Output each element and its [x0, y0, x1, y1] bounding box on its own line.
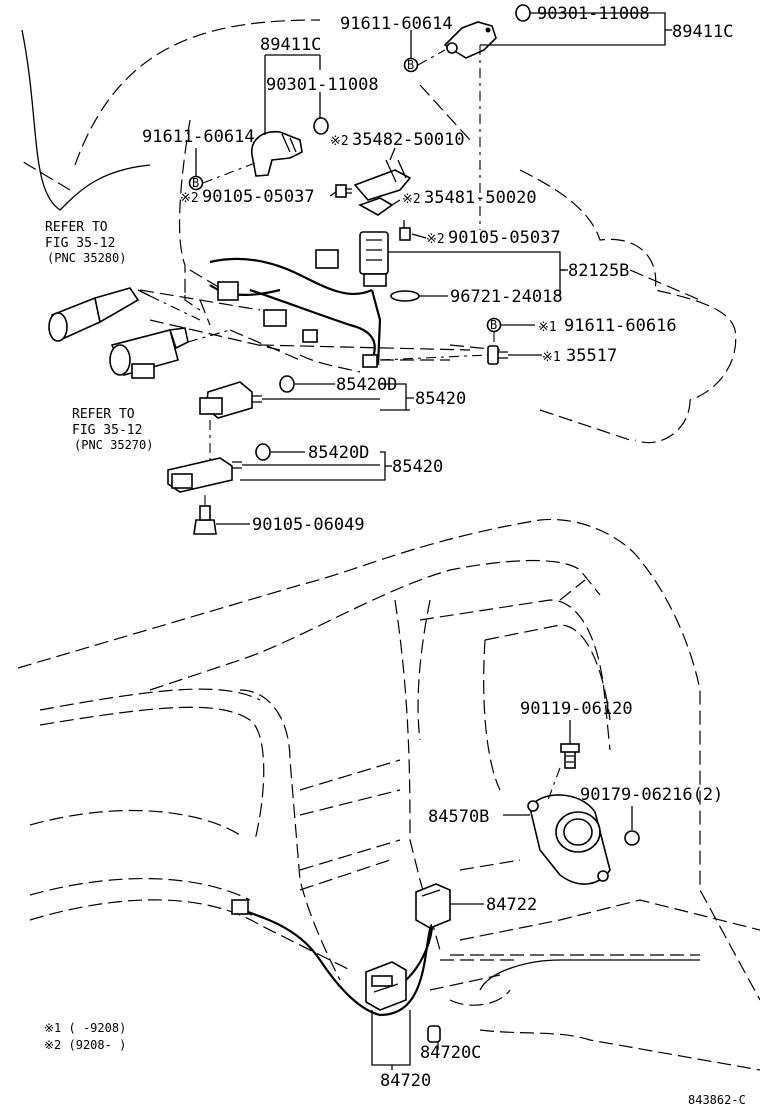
legend-note-1: ※1 ( -9208)	[44, 1021, 126, 1035]
clip-96721	[390, 290, 420, 302]
figure-id: 843862-C	[688, 1093, 746, 1107]
svg-text:B: B	[407, 58, 414, 72]
sensor-89411c-top	[443, 21, 497, 59]
switch-84722	[415, 883, 451, 929]
mark-2-90105-right: ※2	[426, 232, 445, 247]
o-ring-85420d-lower	[255, 443, 271, 461]
legend-note-2: ※2 (9208- )	[44, 1038, 126, 1052]
label-90105-05037-left: 90105-05037	[202, 187, 315, 207]
refer-a-line-3: (PNC 35280)	[47, 251, 126, 265]
label-90301-11008-left: 90301-11008	[266, 75, 379, 95]
bracket-35482	[353, 159, 412, 201]
label-84722: 84722	[486, 895, 537, 915]
bulb-84720c	[427, 1025, 441, 1043]
label-91611-60614-left: 91611-60614	[142, 127, 255, 147]
o-ring-85420d-upper	[279, 375, 295, 393]
bolt-b-right-icon: B	[486, 317, 502, 333]
label-96721-24018: 96721-24018	[450, 287, 563, 307]
connector-82125b	[359, 231, 389, 287]
label-35481-50020: 35481-50020	[424, 188, 537, 208]
label-89411c-left: 89411C	[260, 35, 321, 55]
label-35517: 35517	[566, 346, 617, 366]
lighter-35280	[48, 287, 151, 342]
bezel-84570b	[527, 794, 611, 885]
mark-2-35481: ※2	[402, 192, 421, 207]
label-82125b: 82125B	[568, 261, 629, 281]
label-91611-60614-top: 91611-60614	[340, 14, 453, 34]
bracket-35481	[358, 197, 394, 216]
svg-text:B: B	[192, 176, 199, 190]
switch-85420-lower	[167, 457, 242, 493]
label-90179-06216: 90179-06216(2)	[580, 785, 723, 805]
screw-90105-05037-left	[335, 184, 352, 198]
mark-1-35517: ※1	[542, 350, 561, 365]
clip-90179	[624, 830, 640, 846]
bolt-90119	[560, 743, 580, 769]
switch-84720	[365, 961, 407, 1011]
refer-b-line-1: REFER TO	[72, 407, 135, 422]
label-85420-upper: 85420	[415, 389, 466, 409]
svg-text:B: B	[490, 318, 497, 332]
refer-b-line-3: (PNC 35270)	[74, 438, 153, 452]
o-ring-90301-top	[515, 4, 531, 22]
mark-2-90105-left: ※2	[180, 191, 199, 206]
label-90301-11008-top: 90301-11008	[537, 4, 650, 24]
label-84570b: 84570B	[428, 807, 489, 827]
bolt-b-top-icon: B	[403, 57, 419, 73]
floor-console-outline	[17, 518, 760, 1071]
leader-lines	[149, 12, 672, 1070]
refer-b-line-2: FIG 35-12	[72, 423, 142, 438]
switch-85420-upper	[199, 381, 262, 419]
mark-2-35482: ※2	[330, 134, 349, 149]
label-90119-06120: 90119-06120	[520, 699, 633, 719]
label-89411c-right: 89411C	[672, 22, 733, 42]
label-35482-50010: 35482-50010	[352, 130, 465, 150]
screw-90105-05037-right	[399, 220, 411, 241]
sensor-35517	[487, 345, 508, 365]
bolt-b-left-icon: B	[188, 175, 204, 191]
mark-1-91611: ※1	[538, 320, 557, 335]
label-85420-lower: 85420	[392, 457, 443, 477]
sensor-89411c-left	[251, 130, 303, 177]
label-91611-60616: 91611-60616	[564, 316, 677, 336]
label-84720: 84720	[380, 1071, 431, 1091]
wire-harness-upper	[209, 249, 382, 368]
part-labels: 91611-60614 90301-11008 89411C 89411C 90…	[44, 4, 746, 1107]
label-84720c: 84720C	[420, 1043, 481, 1063]
label-85420d-upper: 85420D	[336, 375, 397, 395]
o-ring-90301-left	[313, 117, 329, 135]
refer-a-line-2: FIG 35-12	[45, 236, 115, 251]
label-85420d-lower: 85420D	[308, 443, 369, 463]
socket-35270	[109, 327, 189, 379]
refer-a-line-1: REFER TO	[45, 220, 108, 235]
label-90105-06049: 90105-06049	[252, 515, 365, 535]
screw-90105-06049	[193, 505, 217, 535]
label-90105-05037-right: 90105-05037	[448, 228, 561, 248]
